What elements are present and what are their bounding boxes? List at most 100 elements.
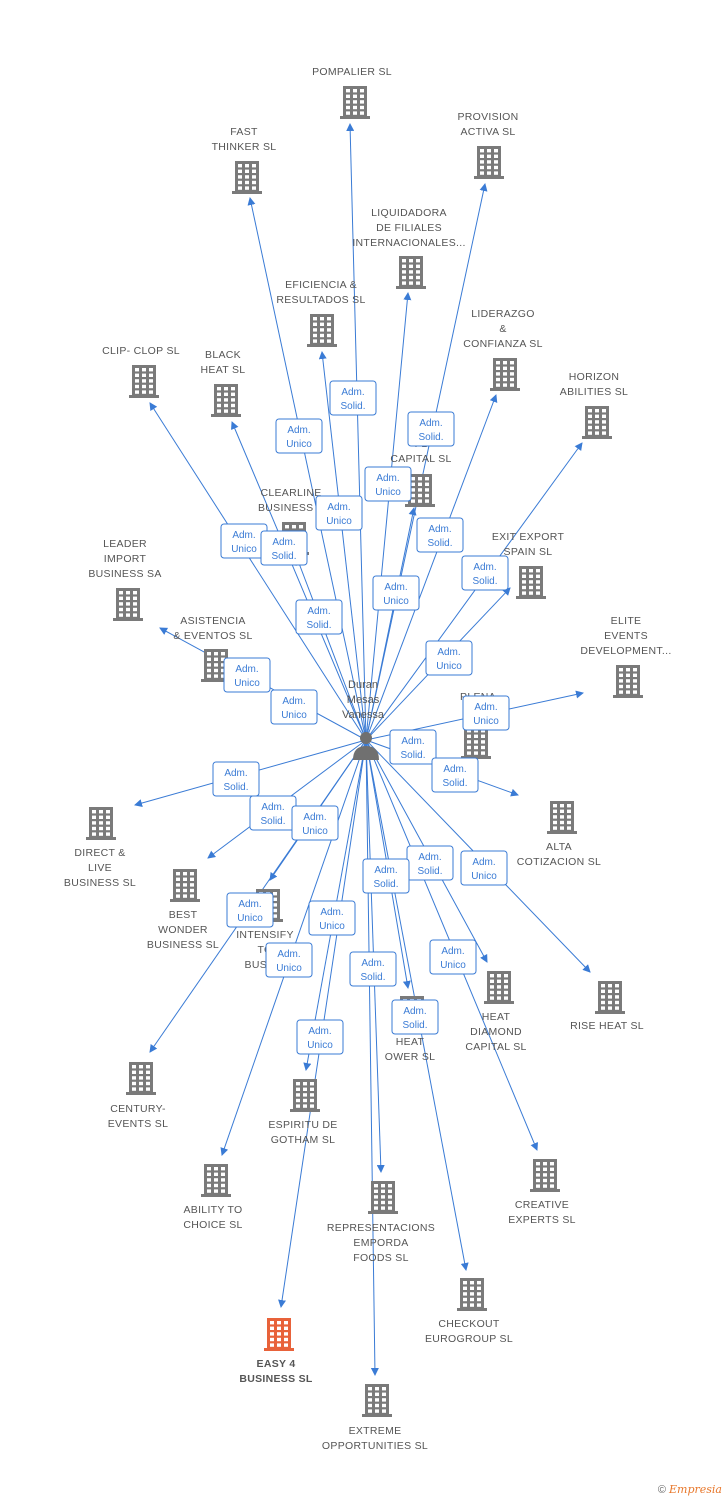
company-node-eficiencia[interactable]: EFICIENCIA &RESULTADOS SL [276,279,365,347]
company-label: CENTURY- [110,1103,166,1115]
company-label: POMPALIER SL [312,66,392,78]
svg-text:Adm.: Adm. [376,473,399,484]
company-label: EUROGROUP SL [425,1333,513,1345]
company-label: BUSINESS SL [64,877,136,889]
edge-horizon [365,442,583,741]
company-node-elite[interactable]: ELITEEVENTSDEVELOPMENT... [580,615,671,698]
company-label: COTIZACION SL [517,856,601,868]
svg-text:Adm.: Adm. [282,696,305,707]
svg-text:Adm.: Adm. [384,582,407,593]
brand-logo: Empresia [669,1483,722,1496]
svg-text:Unico: Unico [286,439,312,450]
building-icon [474,146,504,179]
company-label: ALTA [546,841,572,853]
role-label: Adm.Solid. [362,858,410,894]
building-icon [368,1181,398,1214]
company-label: DIAMOND [470,1026,522,1038]
company-node-pompalier[interactable]: POMPALIER SL [312,66,392,119]
company-label: & [499,323,506,335]
svg-text:Adm.: Adm. [224,768,247,779]
svg-text:Adm.: Adm. [472,857,495,868]
company-label: HEAT [482,1011,511,1023]
company-label: OWER SL [385,1051,436,1063]
svg-text:Unico: Unico [234,678,260,689]
svg-text:Adm.: Adm. [327,502,350,513]
building-icon [129,365,159,398]
company-label: CREATIVE [515,1199,569,1211]
company-label: SPAIN SL [504,546,553,558]
svg-text:Adm.: Adm. [232,530,255,541]
role-label: Adm.Unico [270,689,318,725]
company-label: DIRECT & [74,847,125,859]
svg-text:Adm.: Adm. [320,907,343,918]
svg-text:Solid.: Solid. [400,750,425,761]
company-label: CONFIANZA SL [463,338,542,350]
company-label: RISE HEAT SL [570,1020,644,1032]
company-label: CAPITAL SL [390,453,451,465]
company-node-alta[interactable]: ALTA COTIZACION SL [517,801,601,868]
role-label: Adm.Solid. [431,757,479,793]
edge-flash [365,507,417,741]
svg-text:Unico: Unico [383,596,409,607]
person-name: Duran [348,679,378,691]
company-label: INTERNACIONALES... [352,237,465,249]
company-node-flash[interactable]: FLCAPITAL SL [390,438,451,507]
svg-text:Adm.: Adm. [419,418,442,429]
svg-text:Unico: Unico [237,913,263,924]
edge-clip [149,402,367,741]
svg-text:Solid.: Solid. [402,1020,427,1031]
role-label: Adm.Unico [425,640,473,676]
company-label: ABILITY TO [183,1204,242,1216]
edge-fast [247,197,367,741]
company-node-century[interactable]: CENTURY-EVENTS SL [108,1062,168,1130]
company-node-liderazgo[interactable]: LIDERAZGO&CONFIANZA SL [463,308,542,391]
svg-text:Adm.: Adm. [441,946,464,957]
company-node-clip[interactable]: CLIP- CLOP SL [102,345,180,398]
role-label: Adm.Unico [460,850,508,886]
role-label: Adm.Solid. [249,795,297,831]
role-label: Adm.Solid. [349,951,397,987]
company-node-riseheat[interactable]: RISE HEAT SL [570,981,644,1032]
role-label: Adm.Solid. [329,380,377,416]
role-label: Adm.Unico [275,418,323,454]
company-label: HEAT [396,1036,425,1048]
company-label: DE FILIALES [376,222,442,234]
svg-text:Unico: Unico [436,661,462,672]
role-label: Adm.Solid. [416,517,464,553]
svg-text:Unico: Unico [302,826,328,837]
svg-text:Adm.: Adm. [341,387,364,398]
svg-text:Unico: Unico [440,960,466,971]
role-label: Adm.Unico [291,805,339,841]
edge-clearline [295,557,367,741]
building-icon [461,726,491,759]
company-label: BUSINESS SL [147,939,219,951]
svg-text:Adm.: Adm. [277,949,300,960]
edge-black [231,421,367,741]
svg-text:Unico: Unico [276,963,302,974]
role-label: Adm.Solid. [212,761,260,797]
company-label: OPPORTUNITIES SL [322,1440,428,1452]
building-icon [516,566,546,599]
company-label: FAST [230,126,258,138]
role-label: Adm. Unico [265,942,313,978]
company-label: EVENTS [604,630,648,642]
company-label: ASISTENCIA [180,615,245,627]
